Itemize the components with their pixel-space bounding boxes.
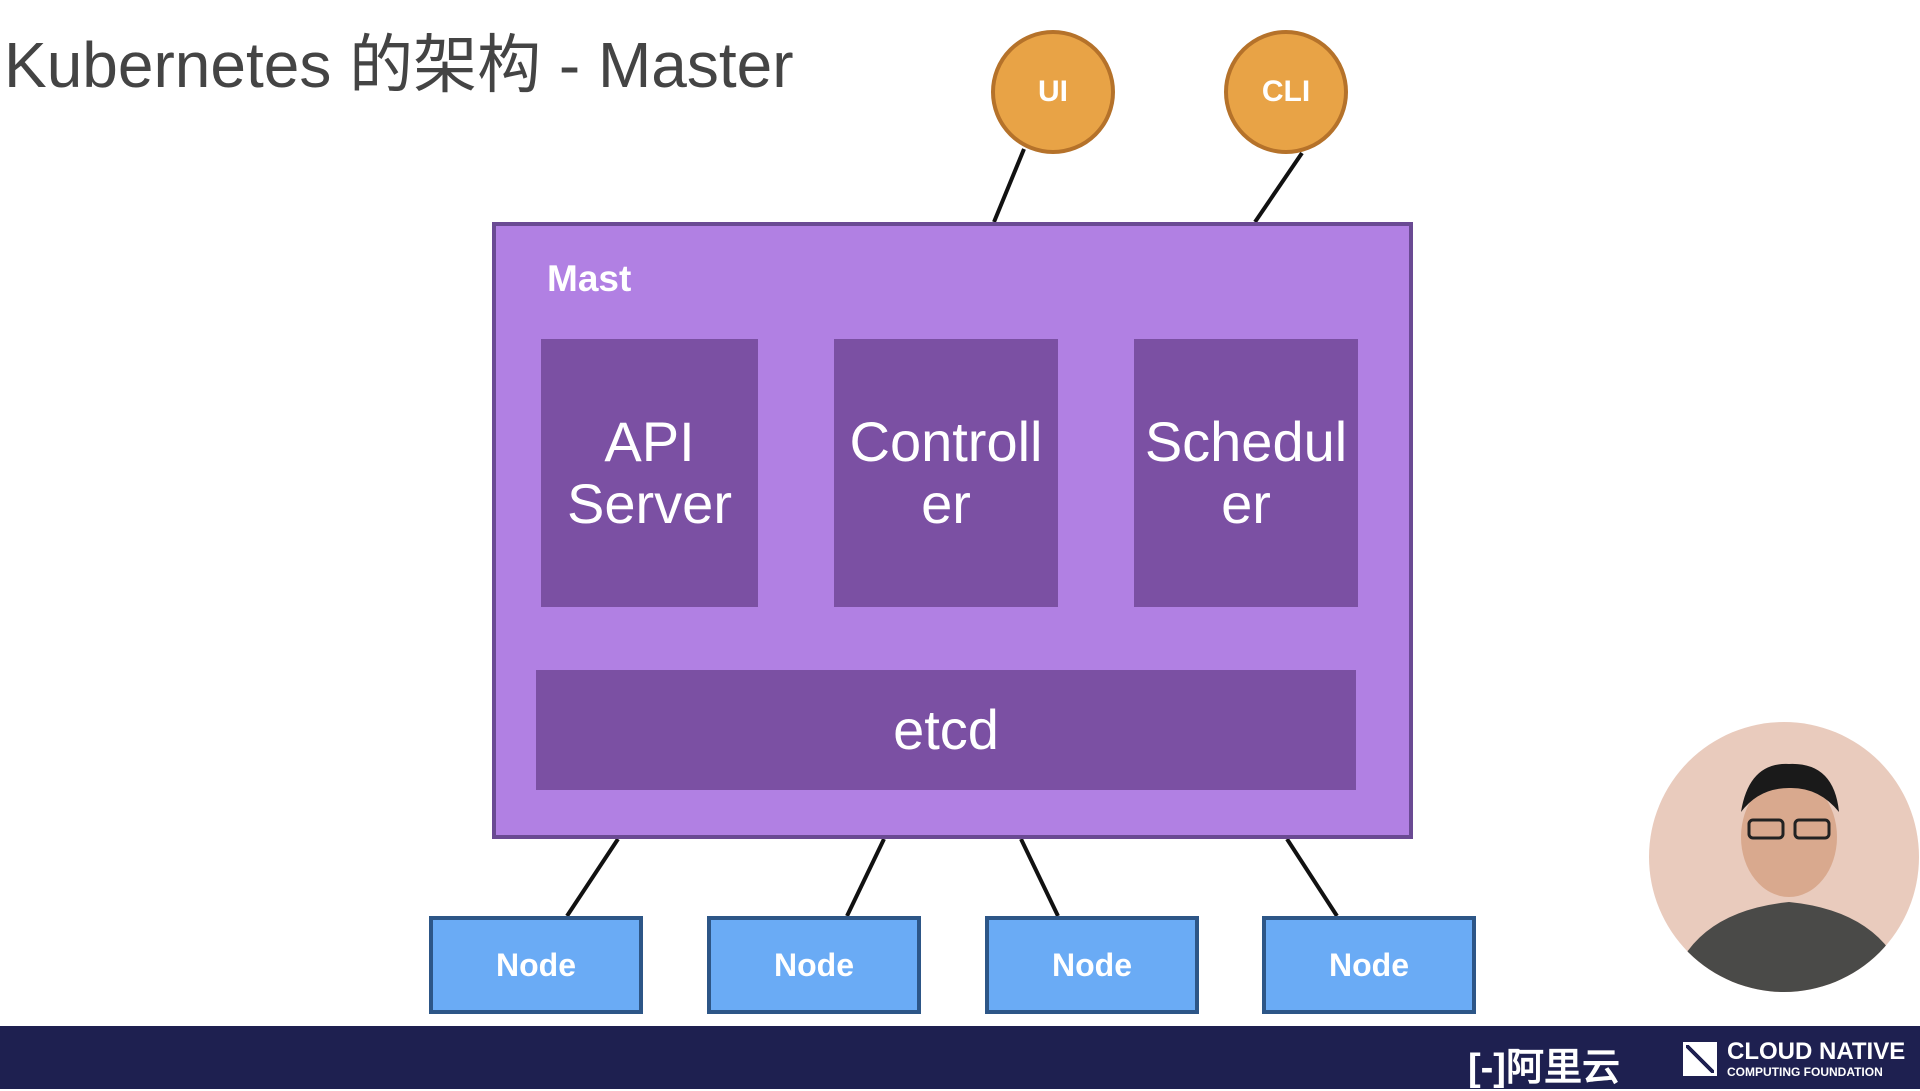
master-label: Mast (547, 258, 632, 299)
presenter-silhouette (1669, 763, 1909, 992)
node-box: Node (985, 916, 1199, 1014)
cli-connector (1253, 151, 1304, 224)
node-connector (1285, 837, 1339, 918)
cncf-icon (1683, 1042, 1717, 1076)
ui-client: UI (991, 30, 1115, 154)
api-server-box: API Server (541, 339, 758, 607)
node-connector (565, 837, 620, 918)
etcd-box: etcd (536, 670, 1356, 790)
node-box: Node (707, 916, 921, 1014)
cli-client: CLI (1224, 30, 1348, 154)
scheduler-box: Schedul er (1134, 339, 1358, 607)
alibaba-cloud-icon: [-] (1468, 1047, 1506, 1089)
footer-bar: [-]阿里云 CLOUD NATIVE COMPUTING FOUNDATION (0, 1026, 1920, 1089)
slide-title: Kubernetes 的架构 - Master (4, 29, 794, 101)
controller-box: Controll er (834, 339, 1058, 607)
node-box: Node (1262, 916, 1476, 1014)
cncf-logo-text: CLOUD NATIVE (1727, 1038, 1906, 1065)
ui-connector (992, 148, 1026, 223)
node-connector (1019, 838, 1060, 917)
node-box: Node (429, 916, 643, 1014)
cncf-logo-subtext: COMPUTING FOUNDATION (1727, 1065, 1883, 1079)
alibaba-cloud-logo: [-]阿里云 (1468, 1047, 1620, 1089)
presenter-webcam (1649, 722, 1919, 992)
node-connector (845, 838, 886, 917)
